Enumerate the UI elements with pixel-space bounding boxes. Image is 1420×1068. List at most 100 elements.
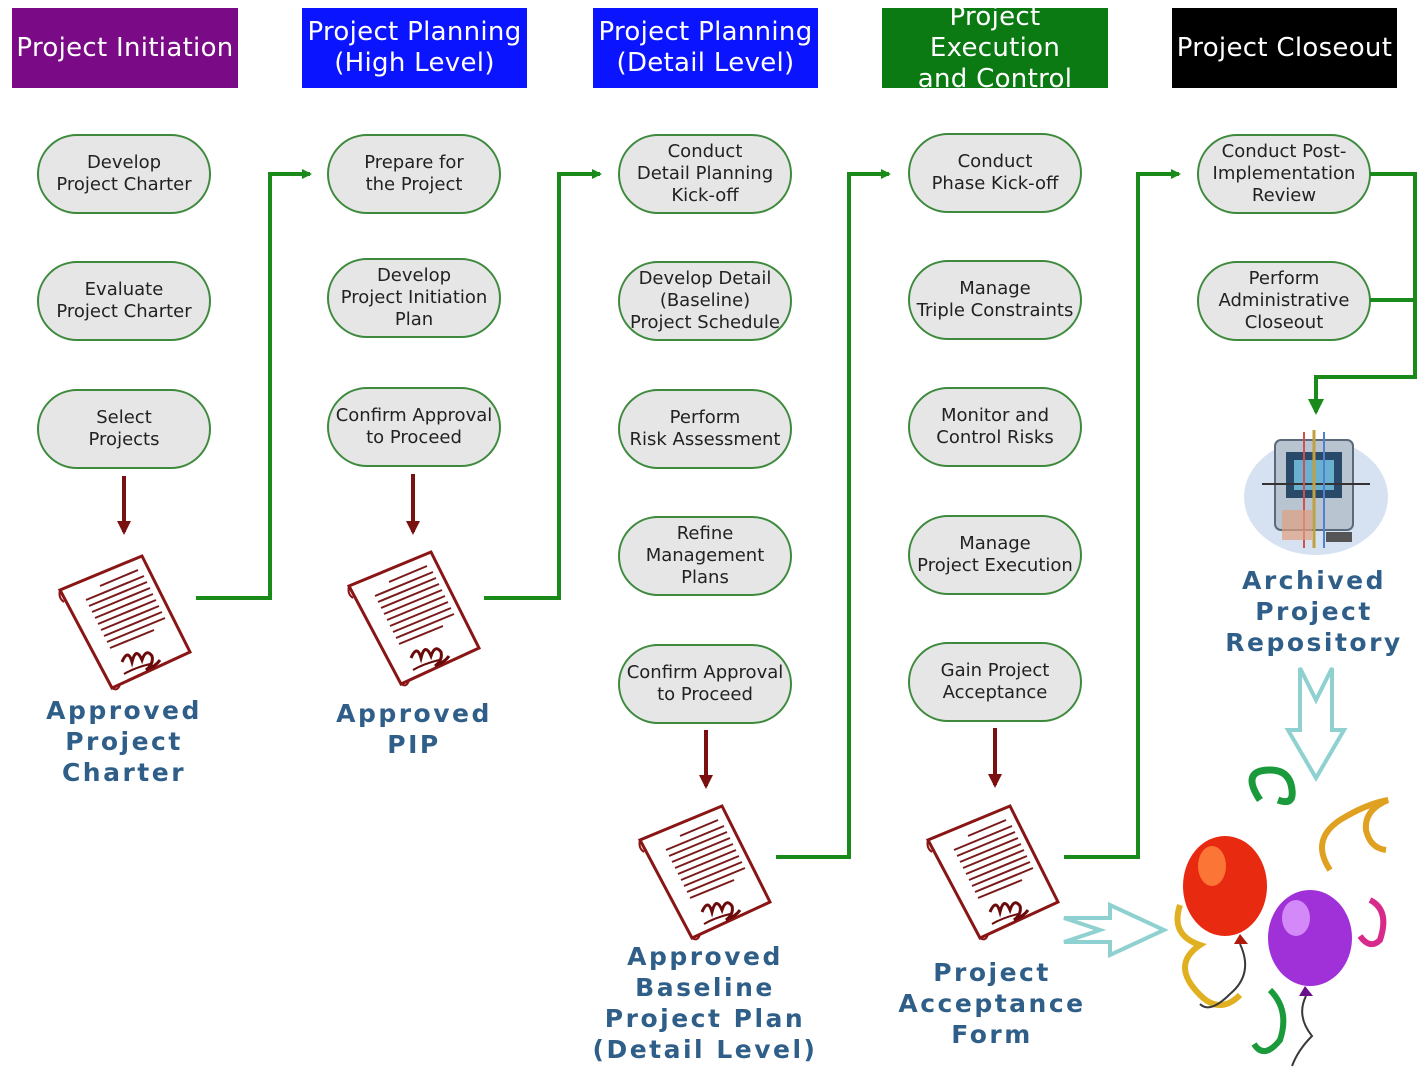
- document-label-line: Charter: [61, 758, 187, 787]
- step-perform-administrative-closeout: Perform Administrative Closeout: [1197, 261, 1371, 341]
- phase-header-initiation: Project Initiation: [12, 8, 238, 88]
- step-label: Conduct Post-: [1221, 141, 1347, 162]
- signed-document-icon: [347, 550, 481, 687]
- phase-header-line: Project Initiation: [16, 32, 234, 63]
- document-label-approved-project-charter: Approved Project Charter: [14, 695, 234, 788]
- phase-header-planning-high: Project Planning (High Level): [302, 8, 527, 88]
- step-label: Project Charter: [56, 301, 192, 322]
- phase-header-planning-detail: Project Planning (Detail Level): [593, 8, 818, 88]
- step-manage-triple-constraints: Manage Triple Constraints: [908, 260, 1082, 340]
- phase-header-line: Project Execution: [929, 1, 1061, 63]
- step-develop-project-initiation-plan: Develop Project Initiation Plan: [327, 258, 501, 338]
- document-label-line: Project Plan: [604, 1004, 806, 1033]
- signed-document-icon: [58, 554, 192, 691]
- step-label: Control Risks: [936, 427, 1054, 448]
- step-label: Perform: [1248, 268, 1320, 289]
- document-label-line: Project: [65, 727, 183, 756]
- step-label: Project Charter: [56, 174, 192, 195]
- connector-baseline-to-execution: [776, 169, 891, 859]
- step-label: Project Initiation: [340, 287, 488, 308]
- phase-header-closeout: Project Closeout: [1172, 8, 1397, 88]
- step-label: Project Schedule: [629, 312, 781, 333]
- document-label-line: Project: [933, 958, 1051, 987]
- step-label: Develop Detail: [638, 268, 772, 289]
- step-confirm-approval-high: Confirm Approval to Proceed: [327, 387, 501, 467]
- step-perform-risk-assessment: Perform Risk Assessment: [618, 389, 792, 469]
- document-label-line: Approved: [336, 699, 492, 728]
- step-label: Administrative: [1218, 290, 1350, 311]
- step-label: Management: [645, 545, 765, 566]
- step-label: Manage: [959, 278, 1031, 299]
- step-select-projects: Select Projects: [37, 389, 211, 469]
- step-label: Review: [1251, 185, 1317, 206]
- step-label: Develop: [86, 152, 162, 173]
- step-label: Conduct: [667, 141, 743, 162]
- document-label-line: PIP: [387, 730, 441, 759]
- step-develop-project-charter: Develop Project Charter: [37, 134, 211, 214]
- document-label-archived-project-repository: Archived Project Repository: [1204, 565, 1420, 658]
- celebration-balloons-icon: [1174, 766, 1390, 1067]
- step-label: Prepare for: [364, 152, 464, 173]
- step-label: Perform: [669, 407, 741, 428]
- step-conduct-detail-planning-kickoff: Conduct Detail Planning Kick-off: [618, 134, 792, 214]
- computer-repository-icon: [1244, 430, 1388, 555]
- step-label: Triple Constraints: [916, 300, 1074, 321]
- document-label-line: Form: [951, 1020, 1033, 1049]
- document-label-line: Archived: [1241, 566, 1386, 595]
- step-conduct-post-implementation-review: Conduct Post- Implementation Review: [1197, 134, 1371, 214]
- step-confirm-approval-detail: Confirm Approval to Proceed: [618, 644, 792, 724]
- phase-header-line: Project Planning: [598, 17, 813, 47]
- step-label: Conduct: [957, 151, 1033, 172]
- signed-document-icon: [638, 804, 772, 941]
- step-label: Refine: [676, 523, 734, 544]
- step-label: Confirm Approval: [626, 662, 784, 683]
- connector-acceptance-to-closeout: [1064, 169, 1181, 859]
- document-label-line: Approved: [627, 942, 783, 971]
- step-label: Implementation: [1212, 163, 1356, 184]
- document-label-line: Approved: [46, 696, 202, 725]
- document-label-line: Project: [1255, 597, 1373, 626]
- step-label: Monitor and: [940, 405, 1049, 426]
- document-label-line: (Detail Level): [592, 1035, 818, 1064]
- document-label-project-acceptance-form: Project Acceptance Form: [882, 957, 1102, 1050]
- step-label: Acceptance: [942, 682, 1048, 703]
- step-label: Select: [96, 407, 152, 428]
- connector-charter-to-planning: [196, 169, 312, 600]
- step-label: Evaluate: [84, 279, 164, 300]
- document-label-approved-baseline-plan: Approved Baseline Project Plan (Detail L…: [590, 941, 820, 1065]
- signed-document-icon: [926, 804, 1060, 941]
- step-label: Risk Assessment: [629, 429, 781, 450]
- phase-header-line: (High Level): [334, 48, 495, 78]
- step-label: Kick-off: [671, 185, 739, 206]
- phase-header-line: Project Closeout: [1176, 32, 1393, 63]
- connector-pip-to-detail: [484, 169, 602, 600]
- step-label: Closeout: [1244, 312, 1324, 333]
- connector-closeout-to-repository: [1308, 172, 1417, 415]
- step-label: Confirm Approval: [335, 405, 493, 426]
- step-label: Projects: [88, 429, 160, 450]
- phase-header-line: (Detail Level): [616, 48, 795, 78]
- step-refine-management-plans: Refine Management Plans: [618, 516, 792, 596]
- step-label: Phase Kick-off: [931, 173, 1059, 194]
- phase-header-execution: Project Execution and Control: [882, 2, 1108, 94]
- step-manage-project-execution: Manage Project Execution: [908, 515, 1082, 595]
- step-monitor-control-risks: Monitor and Control Risks: [908, 387, 1082, 467]
- hollow-arrow-right-icon: [1063, 901, 1169, 959]
- step-develop-detail-schedule: Develop Detail (Baseline) Project Schedu…: [618, 261, 792, 341]
- document-label-approved-pip: Approved PIP: [304, 698, 524, 760]
- step-label: Plans: [681, 567, 729, 588]
- document-label-line: Acceptance: [898, 989, 1086, 1018]
- step-label: Plan: [394, 309, 434, 330]
- step-prepare-for-the-project: Prepare for the Project: [327, 134, 501, 214]
- hollow-arrow-down-icon: [1284, 667, 1348, 782]
- document-label-line: Baseline: [635, 973, 775, 1002]
- step-label: Gain Project: [940, 660, 1050, 681]
- step-conduct-phase-kickoff: Conduct Phase Kick-off: [908, 133, 1082, 213]
- step-label: to Proceed: [366, 427, 462, 448]
- step-label: Project Execution: [917, 555, 1073, 576]
- step-label: Develop: [376, 265, 452, 286]
- step-label: the Project: [365, 174, 463, 195]
- document-label-line: Repository: [1225, 628, 1403, 657]
- step-label: (Baseline): [659, 290, 751, 311]
